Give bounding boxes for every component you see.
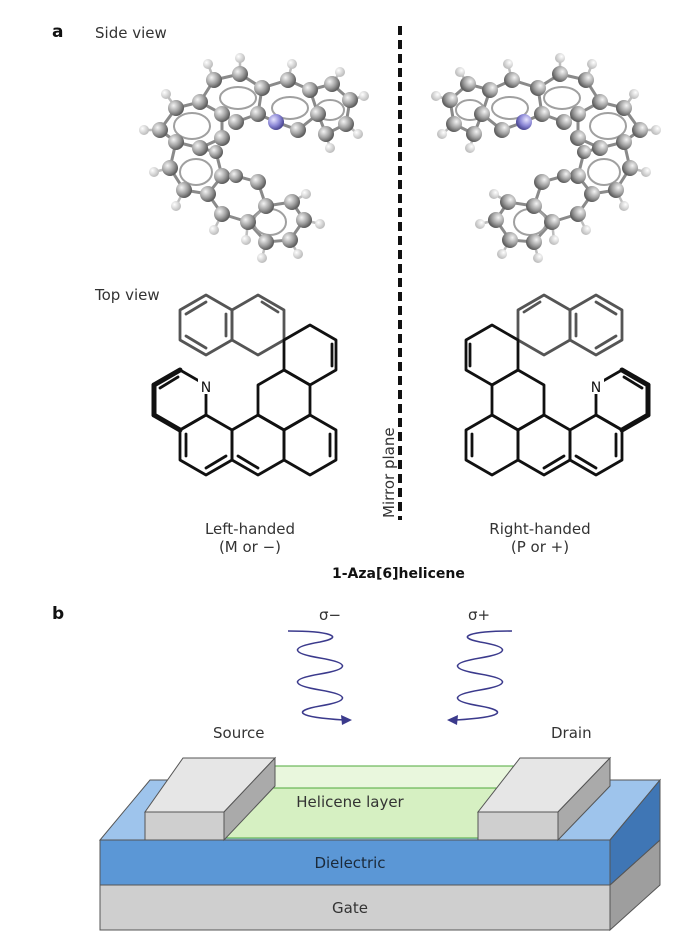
source-electrode [144,756,277,842]
sigma-minus-wave [287,630,352,725]
right-nitrogen-label: N [591,380,601,396]
panel-a-letter: a [52,22,64,42]
mirror-plane-line [398,26,402,520]
right-ball-stick-molecule [431,53,661,263]
left-nitrogen-label: N [201,380,211,396]
left-hand-text: Left-handed [204,520,296,538]
helicene-layer-label: Helicene layer [296,793,404,811]
side-view-label: Side view [95,24,167,42]
compound-name: 1-Aza[6]helicene [332,566,465,582]
dielectric-label: Dielectric [314,854,385,872]
side-view-models [139,53,661,263]
right-skeletal-structure [464,293,651,477]
drain-label: Drain [551,724,592,742]
left-handed-label: Left-handed (M or −) [170,520,330,556]
top-view-label: Top view [95,286,160,304]
transistor-device: Helicene layer Dielectric Gate [98,756,662,932]
left-skeletal-structure: N [151,293,338,477]
nitrogen-atom [268,114,284,130]
sigma-plus-wave [447,630,513,725]
panel-b-letter: b [52,604,65,624]
right-notation-text: (P or +) [510,538,570,556]
sigma-plus-label: σ+ [468,606,490,624]
source-label: Source [213,724,265,742]
right-hand-text: Right-handed [489,520,591,538]
helicene-layer-block [218,765,542,839]
drain-electrode [476,756,612,842]
polarized-light: σ− σ+ [287,606,513,725]
right-handed-label: Right-handed (P or +) [460,520,620,556]
sigma-minus-label: σ− [319,606,341,624]
gate-label: Gate [332,899,368,917]
top-view-structures: N N [151,293,651,477]
left-ball-stick-molecule [139,53,369,263]
left-notation-text: (M or −) [218,538,282,556]
